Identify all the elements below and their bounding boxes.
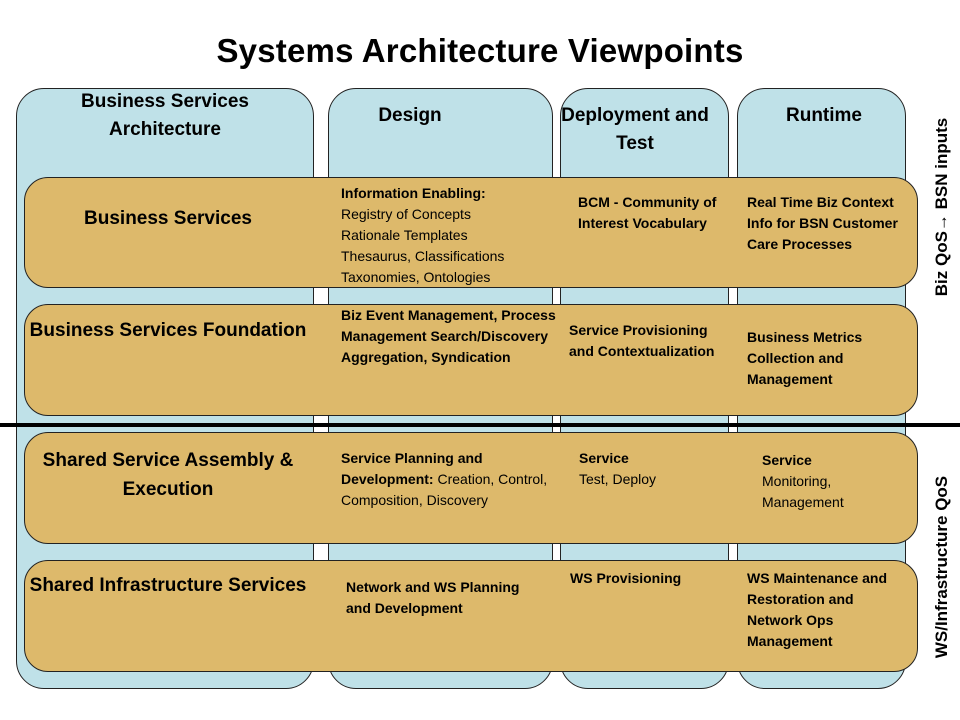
design-line: Thesaurus, Classifications (341, 248, 505, 264)
business-services-row (24, 177, 918, 288)
design-line: Information Enabling: (341, 185, 486, 201)
deployment-cell-service-test: Service Test, Deploy (579, 448, 724, 490)
row-label-business-services-foundation: Business Services Foundation (29, 320, 307, 341)
design-cell-network-ws-planning: Network and WS Planning and Development (346, 579, 520, 616)
design-line: Registry of Concepts (341, 206, 471, 222)
page-title: Systems Architecture Viewpoints (216, 32, 744, 69)
deployment-cell-service-test-text: Test, Deploy (579, 471, 657, 487)
side-label-ws-infrastructure-qos: WS/Infrastructure QoS (932, 475, 951, 659)
deployment-cell-bcm: BCM - Community of Interest Vocabulary (578, 194, 717, 231)
shared-service-assembly-row (24, 432, 918, 544)
side-label-biz-qos-suffix: BSN inputs (932, 117, 951, 215)
right-arrow-icon: → (932, 214, 951, 232)
business-services-foundation-row (24, 304, 918, 416)
design-cell-service-planning: Service Planning and Development: Creati… (341, 448, 556, 511)
runtime-cell-service-monitoring: Service Monitoring, Management (762, 450, 902, 513)
deployment-cell-ws-provisioning: WS Provisioning (570, 570, 682, 586)
design-cell-service-planning-text: Creation, Control, Composition, Discover… (341, 471, 548, 508)
deployment-test-header: Deployment and Test (561, 105, 709, 154)
side-label-biz-qos-prefix: Biz QoS (932, 231, 951, 297)
design-line: Rationale Templates (341, 227, 468, 243)
runtime-header: Runtime (786, 105, 862, 126)
runtime-cell-service-monitoring-text: Monitoring, Management (762, 473, 844, 510)
row-label-shared-service-assembly: Shared Service Assembly & Execution (42, 450, 294, 500)
design-cell-service-planning-heading: Service Planning and Development: (341, 450, 483, 487)
side-label-biz-qos: Biz QoS→ BSN inputs (932, 118, 952, 297)
design-header: Design (378, 105, 442, 126)
runtime-cell-service-monitoring-heading: Service (762, 452, 812, 468)
business-services-architecture-header: Business Services Architecture (81, 91, 249, 140)
shared-infrastructure-row (24, 560, 918, 672)
runtime-cell-ws-maintenance: WS Maintenance and Restoration and Netwo… (747, 570, 888, 649)
row-label-business-services: Business Services (84, 208, 252, 229)
design-cell-biz-event-management: Biz Event Management, Process Management… (341, 307, 556, 365)
deployment-cell-service-provisioning: Service Provisioning and Contextualizati… (569, 322, 715, 359)
row-label-shared-infrastructure: Shared Infrastructure Services (29, 575, 307, 596)
runtime-cell-business-metrics: Business Metrics Collection and Manageme… (747, 329, 863, 387)
design-cell-information-enabling: Information Enabling: Registry of Concep… (341, 183, 561, 288)
design-line: Taxonomies, Ontologies (341, 269, 491, 285)
qos-divider-line (0, 423, 960, 427)
deployment-cell-service-test-heading: Service (579, 450, 629, 466)
runtime-cell-real-time-biz: Real Time Biz Context Info for BSN Custo… (747, 194, 898, 252)
